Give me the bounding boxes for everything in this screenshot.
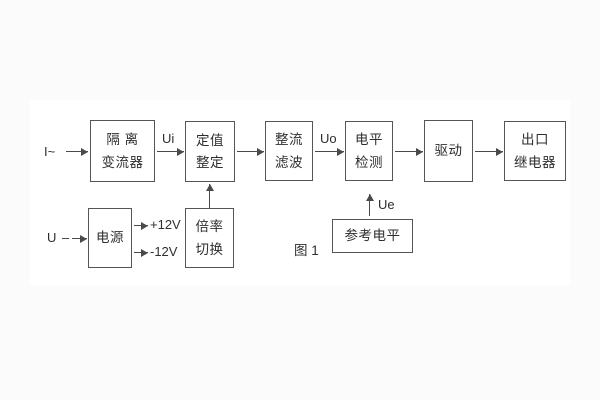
block-label: 隔 离	[106, 132, 139, 147]
signal-label-ui: Ui	[162, 131, 175, 146]
arrow-reference-level-ue	[365, 194, 374, 216]
block-label: 电源	[96, 230, 124, 246]
signal-label-plus-12v: +12V	[150, 217, 181, 232]
block-label: 定值	[196, 132, 224, 148]
figure-caption: 图 1	[294, 243, 319, 258]
arrow-input-current-to-isolation	[66, 147, 88, 156]
block-label: 电平	[355, 132, 383, 147]
block-label: 参考电平	[344, 228, 401, 244]
block-label: 检测	[355, 154, 383, 170]
arrow-input-voltage-to-power	[72, 234, 87, 243]
arrow-ratio-switch-to-setting	[205, 184, 214, 208]
block-output-relay: 出口 继电器	[504, 121, 566, 181]
block-ratio-switch: 倍率 切换	[185, 208, 234, 268]
line-input-voltage-dash	[62, 238, 69, 239]
block-label: 变流器	[101, 154, 144, 170]
block-level-detection: 电平 检测	[345, 121, 393, 181]
arrow-power-minus-12v	[134, 248, 148, 257]
arrow-power-plus-12v	[134, 221, 148, 230]
block-power-supply: 电源	[88, 208, 132, 268]
signal-label-minus-12v: -12V	[150, 244, 178, 259]
signal-label-uo: Uo	[320, 131, 337, 146]
arrow-setting-to-rectifier	[237, 147, 264, 156]
block-label: 倍率	[195, 219, 224, 234]
block-label: 整定	[196, 155, 224, 170]
arrow-isolation-to-setting	[157, 147, 184, 156]
block-label: 切换	[195, 241, 224, 257]
block-rectifier-filter: 整流 滤波	[265, 121, 313, 181]
block-label: 出口	[521, 132, 549, 147]
block-label: 继电器	[514, 154, 556, 170]
arrow-rectifier-to-level	[315, 147, 344, 156]
signal-label-input-current: I~	[44, 144, 56, 159]
arrow-level-to-driver	[395, 147, 423, 156]
block-label: 驱动	[434, 143, 463, 159]
block-driver: 驱动	[424, 120, 473, 182]
block-isolation-transformer: 隔 离 变流器	[90, 120, 155, 182]
signal-label-input-voltage: U	[47, 230, 57, 245]
block-label: 整流	[275, 132, 303, 147]
block-label: 滤波	[275, 154, 303, 170]
arrow-driver-to-relay	[475, 147, 503, 156]
block-setting-adjust: 定值 整定	[185, 121, 235, 182]
signal-label-ue: Ue	[378, 197, 395, 212]
block-reference-level: 参考电平	[332, 219, 413, 253]
